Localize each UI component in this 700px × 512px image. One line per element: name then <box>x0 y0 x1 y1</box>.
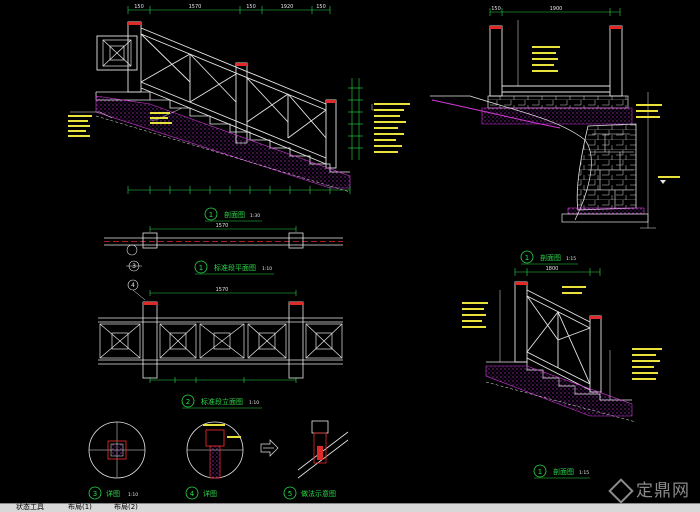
left-panel-cross <box>102 39 132 67</box>
section-view-title: 剖面图 <box>224 210 245 219</box>
right-dimension-line <box>348 78 363 160</box>
detail-3: 3 详图 1:10 <box>88 421 146 500</box>
elev-scale: 1:10 <box>249 400 259 406</box>
br-hatch <box>485 365 633 417</box>
elev-post-caps <box>143 302 303 305</box>
dim-top-c: 150 <box>246 4 256 10</box>
right-section-scale: 1:15 <box>566 256 576 262</box>
elev-title: 标准段立面图 <box>201 397 243 406</box>
title-bubble-1 <box>204 207 218 221</box>
plan-title: 标准段平面图 <box>214 263 256 272</box>
right-top-dims <box>489 8 621 16</box>
bottom-right-section: 1800 <box>462 266 662 479</box>
right-posts <box>489 25 623 97</box>
elev-dimension <box>149 290 297 296</box>
callout-4-leader <box>132 289 146 301</box>
title-bubble-plan <box>194 260 208 274</box>
detail5-number: 5 <box>288 490 292 498</box>
detail-arrow <box>260 439 279 457</box>
watermark-logo-icon <box>608 478 634 504</box>
detail3-number: 3 <box>93 490 97 498</box>
sloped-rails <box>140 27 327 165</box>
detail3-title: 详图 <box>106 489 120 498</box>
elevation-view: 4 1570 <box>98 279 343 409</box>
detail3-scale: 1:10 <box>128 492 138 498</box>
dim-top-e: 150 <box>316 4 326 10</box>
plan-callout-bubble <box>126 244 138 256</box>
stone-wall <box>576 123 637 211</box>
dim-top-a: 150 <box>134 4 144 10</box>
bottom-dimension-line <box>127 186 351 194</box>
section-view-number: 1 <box>209 211 213 219</box>
plan-view: 1570 3 1 标准段平面图 1:10 <box>104 223 343 275</box>
section-view-scale: 1:30 <box>250 213 260 219</box>
callout-4: 4 <box>131 282 135 289</box>
right-section-title: 剖面图 <box>540 253 561 262</box>
elev-dim: 1570 <box>216 287 229 293</box>
plan-number: 1 <box>199 264 203 272</box>
elev-bottom-dims <box>149 377 297 383</box>
detail5-title: 做法示意图 <box>301 489 336 498</box>
br-annotations <box>462 286 662 380</box>
right-leaders <box>517 20 656 229</box>
wall-foundation <box>567 207 645 215</box>
title-bubble-elev <box>181 394 195 408</box>
right-mid-dim: 1800 <box>546 266 559 272</box>
right-section-number: 1 <box>525 254 529 262</box>
callout-3: 3 <box>132 263 136 270</box>
plan-dimension <box>149 226 297 232</box>
detail-5: 5 做法示意图 <box>283 420 349 500</box>
status-tab-tools[interactable]: 状态工具 <box>16 503 44 511</box>
br-top-dims <box>514 268 601 276</box>
status-tab-layout1[interactable]: 布局(1) <box>68 503 92 511</box>
br-post-caps <box>515 282 601 319</box>
top-dimension-line <box>127 6 331 14</box>
right-dim-top: 150 <box>491 6 501 12</box>
ground-line <box>95 115 351 193</box>
right-section-wall: 150 1900 <box>430 6 680 265</box>
right-annotations <box>532 46 680 178</box>
detail4-title: 详图 <box>203 489 217 498</box>
dim-top-d: 1920 <box>281 4 294 10</box>
status-tab-layout2[interactable]: 布局(2) <box>114 503 138 511</box>
detail4-number: 4 <box>190 490 195 498</box>
left-annotation-block <box>68 103 410 153</box>
elev-panels <box>99 323 343 359</box>
detail-4: 4 详图 <box>185 421 244 500</box>
plan-rails <box>104 232 343 249</box>
right-dim-top2: 1900 <box>550 6 563 12</box>
dim-top-b: 1570 <box>189 4 202 10</box>
watermark: 定鼎网 <box>608 476 690 504</box>
post-caps <box>128 22 336 103</box>
plan-dim: 1570 <box>216 223 229 229</box>
deck-slab <box>487 95 629 109</box>
watermark-text: 定鼎网 <box>636 481 690 501</box>
section-view-stair: 150 1570 150 1920 150 <box>68 4 410 222</box>
br-number: 1 <box>538 468 542 476</box>
right-post-caps <box>490 26 622 29</box>
stair-base-hatch <box>95 95 351 189</box>
plan-scale: 1:10 <box>262 266 272 272</box>
br-title: 剖面图 <box>553 467 574 476</box>
br-scale: 1:15 <box>579 470 589 476</box>
status-bar: 状态工具 布局(1) 布局(2) <box>0 503 700 512</box>
elev-number: 2 <box>186 398 190 406</box>
